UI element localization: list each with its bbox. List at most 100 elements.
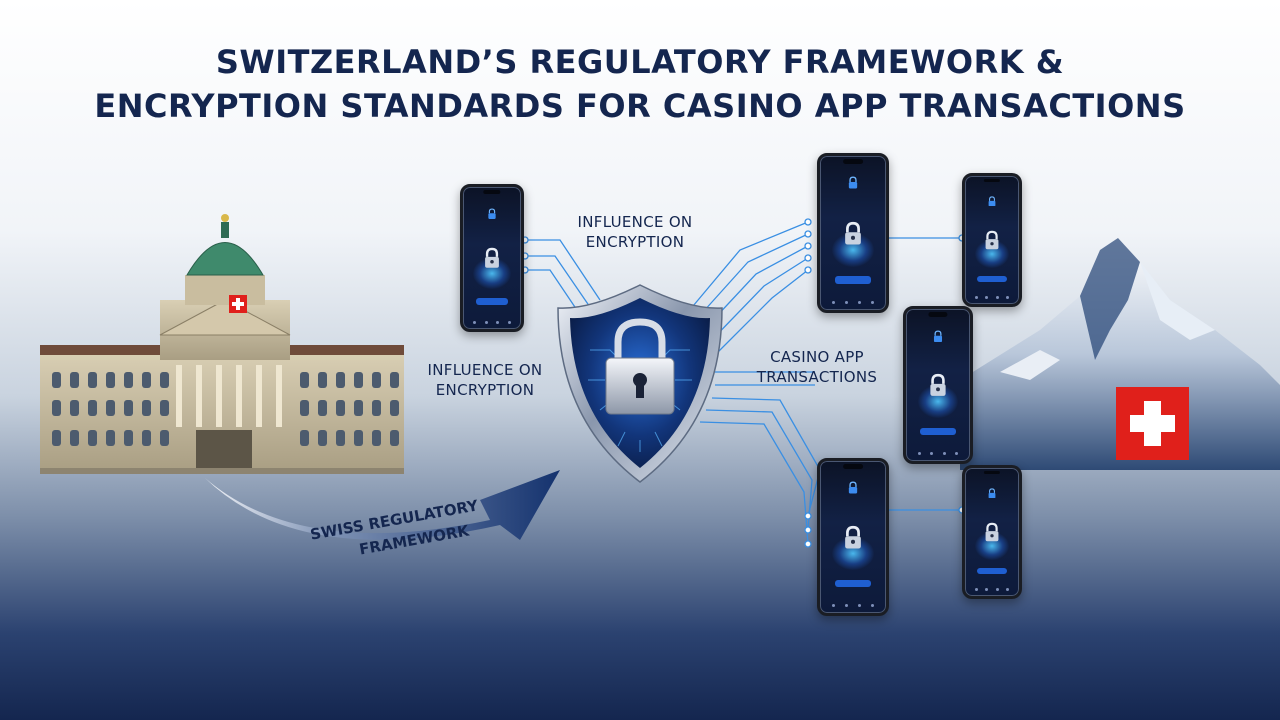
palace-column xyxy=(276,365,282,427)
padlock-icon xyxy=(927,373,949,401)
palace-window xyxy=(372,430,381,446)
palace-window xyxy=(354,430,363,446)
padlock-icon-glyph xyxy=(488,208,496,219)
screen-button xyxy=(920,427,956,436)
palace-window xyxy=(124,400,133,416)
padlock-icon xyxy=(983,230,1001,254)
padlock-icon xyxy=(987,483,997,502)
padlock-icon-glyph xyxy=(985,230,999,250)
padlock-icon xyxy=(847,479,859,498)
palace-window xyxy=(70,400,79,416)
palace-window xyxy=(354,400,363,416)
screen-button xyxy=(976,567,1008,575)
nav-dot xyxy=(985,296,989,300)
padlock-icon-glyph xyxy=(985,522,999,542)
label-influence-left-line-1: INFLUENCE ON xyxy=(427,361,543,379)
padlock-icon xyxy=(983,522,1001,546)
palace-window xyxy=(124,430,133,446)
federal-palace-illustration xyxy=(40,214,404,474)
palace-window xyxy=(160,430,169,446)
palace-window xyxy=(142,372,151,388)
palace-window xyxy=(70,430,79,446)
nav-dot xyxy=(974,588,978,592)
palace-window xyxy=(160,400,169,416)
palace-window xyxy=(354,372,363,388)
phone-top-right xyxy=(962,173,1022,307)
screen-nav-bar xyxy=(974,296,1010,300)
palace-window xyxy=(318,372,327,388)
nav-dot xyxy=(1006,588,1010,592)
palace-window xyxy=(390,430,399,446)
padlock-icon xyxy=(932,327,944,346)
phone-notch xyxy=(983,470,1001,475)
palace-window xyxy=(106,400,115,416)
palace-window xyxy=(70,372,79,388)
palace-window xyxy=(88,400,97,416)
mountain-illustration xyxy=(960,238,1280,470)
circuit-lines xyxy=(525,221,962,545)
screen-button xyxy=(976,275,1008,283)
palace-window xyxy=(160,372,169,388)
nav-dot xyxy=(496,320,500,324)
nav-dot xyxy=(930,451,934,455)
label-influence-left-line-2: ENCRYPTION xyxy=(435,381,535,399)
padlock-icon-glyph xyxy=(845,525,861,549)
nav-dot xyxy=(871,300,875,304)
nav-dot xyxy=(844,603,848,607)
palace-window xyxy=(300,430,309,446)
screen-nav-bar xyxy=(974,588,1010,592)
phone-middle-right xyxy=(903,306,973,464)
nav-dot xyxy=(917,451,921,455)
nav-dot xyxy=(831,300,835,304)
screen-button xyxy=(834,276,872,284)
screen-nav-bar xyxy=(473,320,511,325)
phone-left xyxy=(460,184,524,332)
nav-dot xyxy=(955,451,959,455)
palace-window xyxy=(300,400,309,416)
swiss-regulatory-arrow xyxy=(205,470,560,540)
nav-dot xyxy=(473,320,477,324)
nav-dot xyxy=(858,300,862,304)
palace-column xyxy=(176,365,182,427)
screen-nav-bar xyxy=(831,300,875,306)
label-casino-line-1: CASINO APP xyxy=(770,348,864,366)
padlock-icon xyxy=(487,204,497,223)
palace-window xyxy=(390,372,399,388)
screen-button xyxy=(834,579,872,588)
label-influence-top: INFLUENCE ON ENCRYPTION xyxy=(560,212,710,252)
page-title: SWITZERLAND’S REGULATORY FRAMEWORK & ENC… xyxy=(0,40,1280,128)
padlock-icon-glyph xyxy=(848,481,858,494)
palace-window xyxy=(88,430,97,446)
phone-notch xyxy=(843,159,863,164)
nav-dot xyxy=(507,320,511,324)
phone-top-center xyxy=(817,153,889,313)
phone-notch xyxy=(928,312,948,317)
shield-lock-icon xyxy=(557,284,723,483)
screen-nav-bar xyxy=(917,451,959,457)
palace-window xyxy=(336,372,345,388)
title-line-2: ENCRYPTION STANDARDS FOR CASINO APP TRAN… xyxy=(94,87,1186,125)
palace-window xyxy=(318,400,327,416)
palace-column xyxy=(196,365,202,427)
nav-dot xyxy=(1006,296,1010,300)
nav-dot xyxy=(942,451,946,455)
phone-notch xyxy=(843,464,863,469)
padlock-icon xyxy=(847,174,859,193)
phone-bottom-right xyxy=(962,465,1022,599)
padlock-icon-glyph xyxy=(988,488,996,498)
palace-window xyxy=(318,430,327,446)
nav-dot xyxy=(858,603,862,607)
label-influence-left: INFLUENCE ON ENCRYPTION xyxy=(410,360,560,400)
palace-column xyxy=(256,365,262,427)
palace-window xyxy=(52,372,61,388)
padlock-icon xyxy=(482,247,502,273)
palace-window xyxy=(372,400,381,416)
palace-window xyxy=(390,400,399,416)
palace-column xyxy=(236,365,242,427)
padlock-icon-glyph xyxy=(933,330,943,342)
swiss-flag-icon xyxy=(1116,387,1189,460)
screen-nav-bar xyxy=(831,603,875,609)
padlock-icon-glyph xyxy=(848,176,858,189)
phone-notch xyxy=(483,189,501,195)
nav-dot xyxy=(985,588,989,592)
